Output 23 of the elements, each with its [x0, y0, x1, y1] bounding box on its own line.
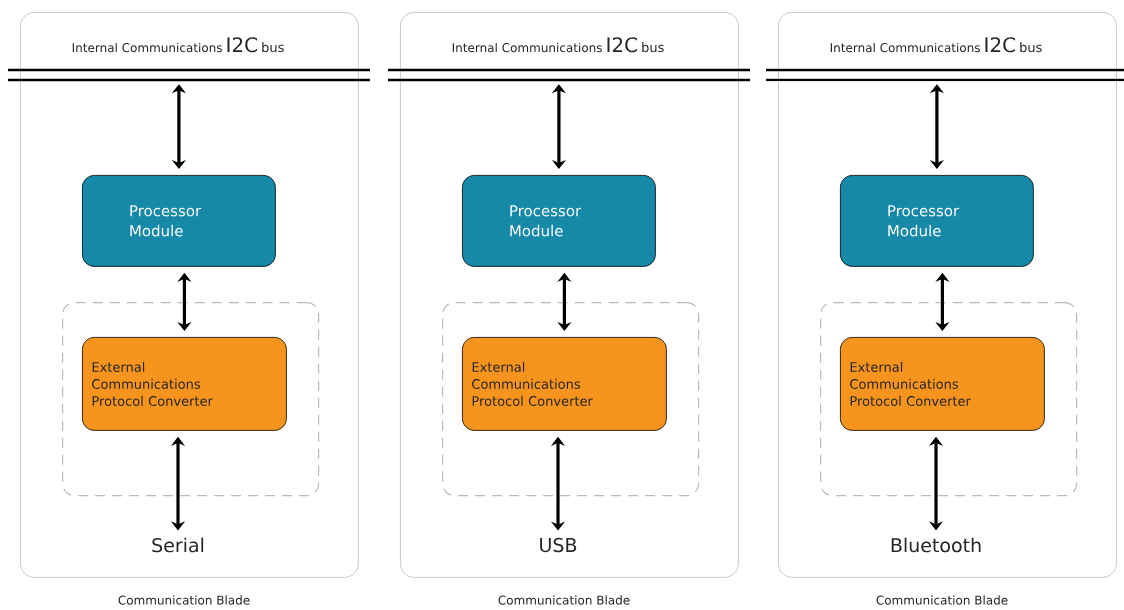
double-arrow: [551, 84, 566, 169]
converter-box: External Communications Protocol Converter: [82, 337, 287, 431]
blade-box: [778, 12, 1117, 578]
processor-box: Processor Module: [462, 175, 656, 267]
converter-box: External Communications Protocol Converter: [462, 337, 667, 431]
dashed-box: [62, 302, 320, 497]
port-label: USB: [540, 537, 577, 553]
blade-box: [400, 12, 739, 578]
blade-caption: Communication Blade: [876, 595, 1008, 605]
blade-caption: Communication Blade: [118, 595, 250, 605]
port-label: Bluetooth: [891, 537, 981, 553]
bus-line: Internal Communications I2C bus: [388, 37, 750, 82]
processor-box: Processor Module: [840, 175, 1034, 267]
converter-box: External Communications Protocol Converter: [840, 337, 1045, 431]
double-arrow: [929, 84, 945, 169]
dashed-box: [820, 302, 1078, 497]
bus-line: Internal Communications I2C bus: [8, 37, 370, 82]
blade-caption: Communication Blade: [498, 595, 630, 605]
processor-box: Processor Module: [82, 175, 276, 267]
double-arrow: [171, 84, 187, 169]
port-label: Serial: [152, 537, 204, 553]
blade-box: [20, 12, 359, 578]
dashed-box: [442, 302, 700, 497]
